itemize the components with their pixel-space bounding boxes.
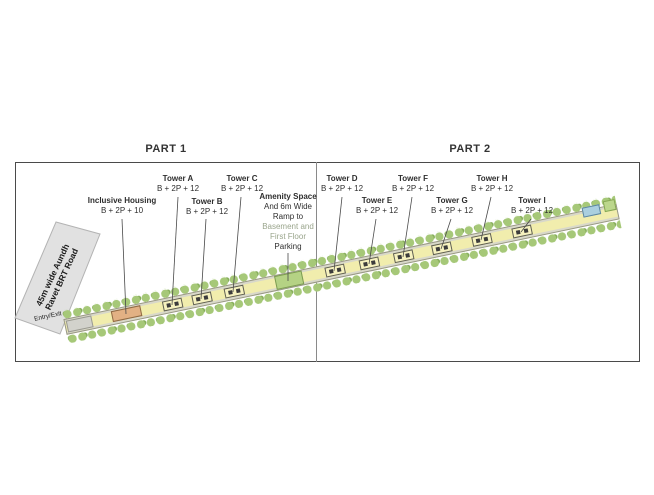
callout-amenity-space-text-0: Amenity Space [259,192,317,201]
callout-tower-c-text-0: Tower C [226,174,258,183]
callout-amenity-space-text-5: Parking [274,242,302,251]
callout-amenity-space-text-3: Basement and [262,222,314,231]
callout-tower-g-text-1: B + 2P + 12 [430,206,474,215]
callout-tower-i-text-1: B + 2P + 12 [510,206,554,215]
callout-tower-g-text-0: Tower G [436,196,468,205]
callout-tower-h-text-1: B + 2P + 12 [470,184,514,193]
callout-amenity-space-text-1: And 6m Wide [263,202,313,211]
callout-tower-e-text-1: B + 2P + 12 [355,206,399,215]
callout-tower-b-text-0: Tower B [191,197,223,206]
callout-tower-h-text-0: Tower H [476,174,508,183]
callout-tower-a-text-0: Tower A [162,174,194,183]
callout-tower-d-text-0: Tower D [326,174,358,183]
callout-inclusive-housing-text-0: Inclusive Housing [87,196,157,205]
part-1-label: PART 1 [145,143,187,155]
footprint-green-plot [602,198,617,213]
footprint-tower-g [431,241,453,256]
footprint-tower-a [161,297,184,312]
footprint-tower-e [358,256,381,271]
callout-tower-i-text-0: Tower I [518,196,546,205]
footprint-pool [581,204,602,218]
part-2-label: PART 2 [449,143,491,155]
footprint-tower-h [471,232,493,247]
footprint-tower-c [223,284,246,299]
footprint-tower-b [191,291,213,306]
callout-amenity-space-text-2: Ramp to [272,212,304,221]
callout-tower-a-text-1: B + 2P + 12 [156,184,200,193]
footprint-tower-d [324,263,346,278]
footprint-tower-i [511,224,533,239]
callout-tower-c-text-1: B + 2P + 12 [220,184,264,193]
callout-tower-d-text-1: B + 2P + 12 [320,184,364,193]
footprint-tower-f [392,249,415,264]
callout-tower-e-text-0: Tower E [361,196,393,205]
callout-amenity-space-text-4: First Floor [269,232,306,241]
callout-inclusive-housing-text-1: B + 2P + 10 [100,206,144,215]
callout-tower-f-text-1: B + 2P + 12 [391,184,435,193]
callout-tower-b-text-1: B + 2P + 12 [185,207,229,216]
callout-tower-f-text-0: Tower F [397,174,429,183]
